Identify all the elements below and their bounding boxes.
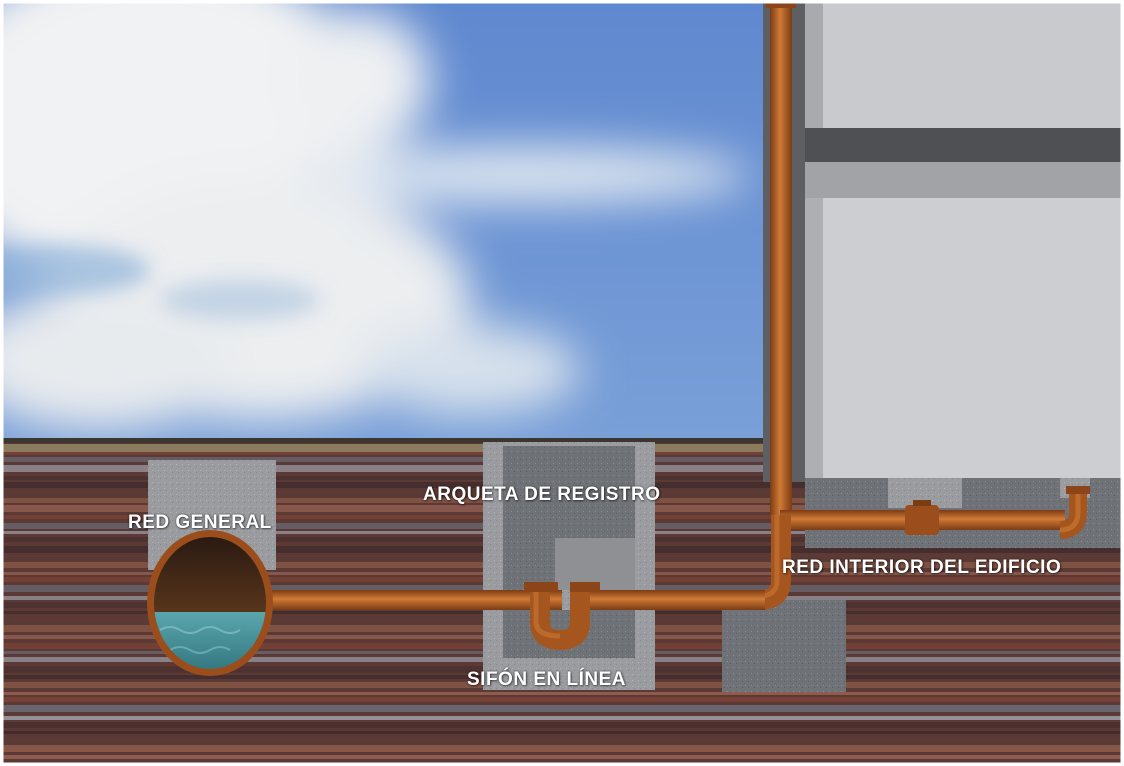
soil-stratum (0, 731, 1124, 734)
soil-stratum (0, 692, 1124, 695)
label-sifon-en-linea: SIFÓN EN LÍNEA (467, 669, 627, 690)
pipe-network (262, 0, 1090, 651)
sky (0, 0, 770, 442)
soil-stratum (0, 738, 1124, 743)
sewer-pipe-cross-section-icon (147, 530, 273, 676)
soil-stratum (0, 705, 1124, 712)
label-red-general: RED GENERAL (128, 512, 272, 533)
soil-stratum (0, 697, 1124, 702)
soil-stratum (0, 722, 1124, 728)
building (722, 0, 1124, 692)
soil-stratum (0, 755, 1124, 759)
valve-icon (905, 505, 939, 535)
label-red-interior-del-edificio: RED INTERIOR DEL EDIFICIO (782, 557, 1062, 578)
soil-stratum (0, 716, 1124, 720)
p-trap-siphon-icon (524, 582, 600, 651)
arqueta-chamber (483, 442, 655, 690)
label-arqueta-de-registro: ARQUETA DE REGISTRO (423, 484, 661, 505)
soil-stratum (0, 745, 1124, 752)
